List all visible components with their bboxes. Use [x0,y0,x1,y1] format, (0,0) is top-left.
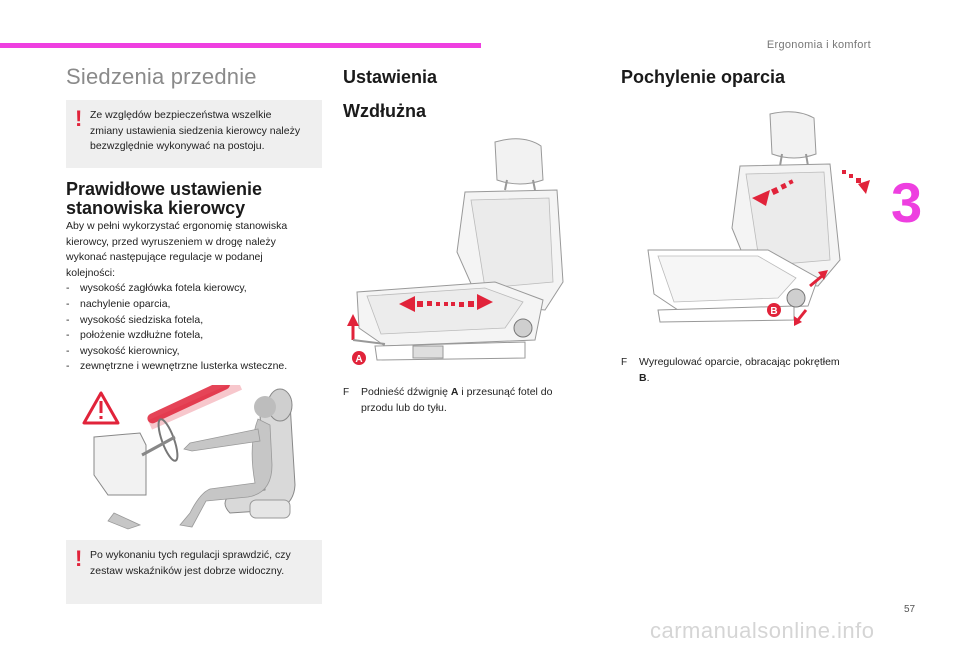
header-title: Ergonomia i komfort [766,39,871,51]
warning-icon: ! [75,106,83,131]
heading-backrest-tilt: Pochylenie oparcia [621,67,786,87]
warning-box-bottom: ! Po wykonaniu tych regulacji sprawdzić,… [66,540,322,604]
section-title: Siedzenia przednie [66,64,257,89]
heading-driver-position: Prawidłowe ustawienie stanowiska kierowc… [66,179,263,218]
list-item: -zewnętrzne i wewnętrzne lusterka wstecz… [66,360,288,373]
list-item: -położenie wzdłużne fotela, [66,329,204,342]
bullet-icon: F [621,357,628,368]
seat-backrest-illustration: B [647,111,870,326]
label-b-text: B [770,306,777,317]
subheading-longitudinal: Wzdłużna [343,101,426,121]
label-b-badge [767,303,781,317]
bullet-icon: F [343,387,350,398]
list-item: -wysokość zagłówka fotela kierowcy, [66,282,247,295]
driver-posture-illustration [82,385,296,530]
label-a-badge [352,351,366,365]
header-accent-bar [0,43,481,48]
backrest-instruction: F Wyregulować oparcie, obracając pokrętł… [621,356,840,384]
watermark: carmanualsonline.info [650,618,875,643]
warning-text: Po wykonaniu tych regulacji sprawdzić, c… [90,549,291,577]
list-item: -wysokość siedziska fotela, [66,313,204,326]
backrest-forward-arrow-icon [842,170,870,194]
heading-settings: Ustawienia [343,67,438,87]
longitudinal-arrow-icon [399,294,493,312]
label-a-text: A [355,354,362,365]
driver-position-paragraph: Aby w pełni wykorzystać ergonomię stanow… [66,219,287,375]
warning-text: Ze względów bezpieczeństwa wszelkie zmia… [90,109,301,152]
seat-longitudinal-illustration: A [347,138,564,365]
list-item: -nachylenie oparcia, [66,297,171,310]
list-item: -wysokość kierownicy, [66,344,180,357]
chapter-number: 3 [891,171,923,234]
warning-icon: ! [75,546,83,571]
page-number: 57 [904,604,916,615]
backrest-arrow-icon [752,179,794,206]
warning-box-top: ! Ze względów bezpieczeństwa wszelkie zm… [66,100,322,168]
longitudinal-instruction: F Podnieść dźwignię A i przesunąć fotel … [343,386,553,414]
